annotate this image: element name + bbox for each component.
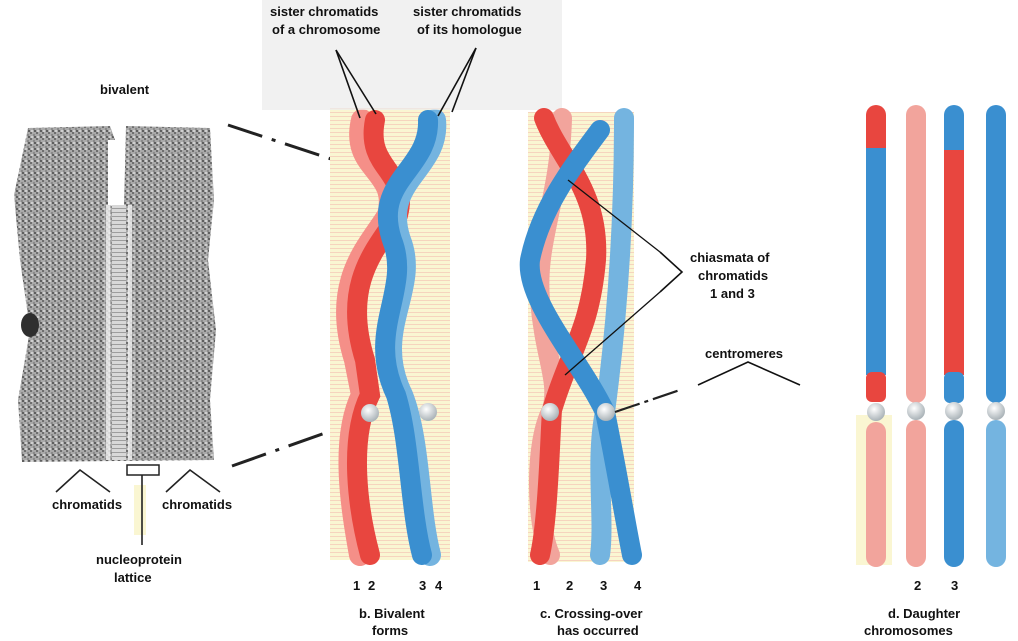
label-chromatids-left: chromatids — [52, 497, 123, 512]
chromatids-bracket-right — [165, 468, 221, 493]
label-sister-chromosome-line2: of a chromosome — [272, 22, 381, 37]
pointer-chiasma-2 — [564, 291, 661, 376]
label-chromatids-right: chromatids — [162, 497, 233, 512]
number-d-2: 2 — [914, 578, 922, 593]
label-sister-homologue-line2: of its homologue — [417, 22, 522, 37]
pointer-homologue-2 — [451, 47, 477, 113]
bivalent-micrograph — [14, 126, 216, 462]
label-chiasmata-line3: 1 and 3 — [710, 286, 755, 301]
pointer-chiasma-1 — [567, 179, 661, 253]
number-b-3: 3 — [419, 578, 427, 593]
caption-b-line1: b. Bivalent — [359, 606, 425, 621]
lattice-bracket — [126, 464, 160, 476]
panel-d — [856, 105, 1006, 567]
panel-c — [519, 108, 642, 565]
caption-c-line2: has occurred — [557, 623, 639, 638]
label-centromeres: centromeres — [705, 346, 784, 361]
number-c-3: 3 — [600, 578, 608, 593]
pointer-centromere — [614, 388, 681, 414]
label-bivalent: bivalent — [100, 82, 150, 97]
caption-d-line1: d. Daughter — [888, 606, 961, 621]
chiasmata-bracket — [659, 251, 684, 293]
number-b-2: 2 — [368, 578, 376, 593]
number-c-2: 2 — [566, 578, 574, 593]
label-nucleoprotein-line1: nucleoprotein — [96, 552, 182, 567]
label-sister-chromosome-line1: sister chromatids — [270, 4, 379, 19]
pointer-sister-2 — [335, 49, 377, 115]
caption-b-line2: forms — [372, 623, 409, 638]
label-chiasmata-line2: chromatids — [698, 268, 769, 283]
chromatids-bracket-left — [55, 468, 111, 493]
label-chiasmata-line1: chiasmata of — [690, 250, 770, 265]
number-c-1: 1 — [533, 578, 541, 593]
centromeres-bracket — [697, 361, 801, 386]
dark-spot — [21, 313, 39, 337]
label-sister-homologue-line1: sister chromatids — [413, 4, 522, 19]
top-label-backdrop — [262, 0, 562, 110]
number-b-4: 4 — [435, 578, 443, 593]
number-b-1: 1 — [353, 578, 361, 593]
panel-b — [330, 108, 450, 566]
number-c-4: 4 — [634, 578, 642, 593]
pointer-homologue-1 — [437, 47, 477, 117]
number-d-3: 3 — [951, 578, 959, 593]
label-nucleoprotein-line2: lattice — [114, 570, 152, 585]
caption-c-line1: c. Crossing-over — [540, 606, 643, 621]
caption-d-line2: chromosomes — [864, 623, 953, 638]
lattice-pointer-bg — [134, 485, 146, 535]
pointer-sister-1 — [335, 49, 361, 119]
